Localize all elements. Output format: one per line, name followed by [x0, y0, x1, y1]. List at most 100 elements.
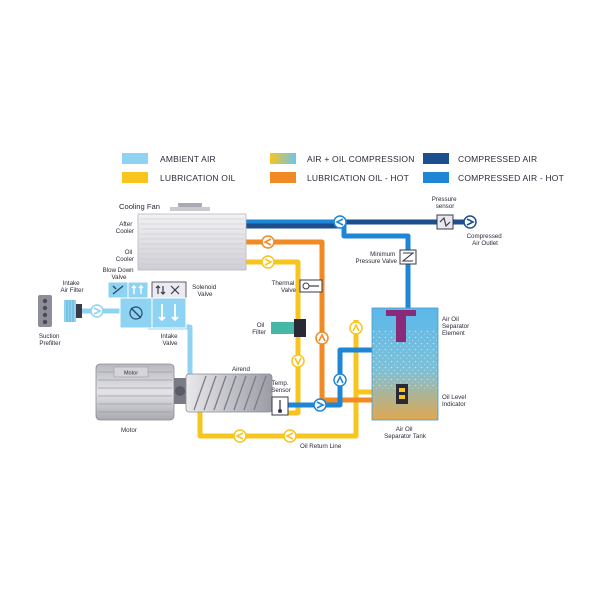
blow-down-valve-icon [112, 285, 124, 295]
flow-arrow-icon [463, 215, 477, 229]
legend-label-lubrication-oil: LUBRICATION OIL [160, 173, 236, 183]
legend-swatch-compressed-air [423, 153, 449, 164]
label-temp-sensor-2: Sensor [271, 387, 291, 394]
label-intake-valve: Intake Valve [161, 333, 180, 347]
legend-swatch-ambient-air [122, 153, 148, 164]
label-oil-cooler: Oil Cooler [116, 249, 134, 263]
label-cooling-fan: Cooling Fan [119, 202, 160, 211]
legend-label-lubrication-oil-hot: LUBRICATION OIL - HOT [307, 173, 409, 183]
label-thermal-valve: Thermal Valve [272, 280, 297, 294]
label-separator-element-1: Air Oil [442, 316, 459, 323]
cooler-block [137, 213, 247, 271]
label-suction-prefilter: Suction Prefilter [39, 333, 61, 347]
oil-filter [271, 319, 306, 337]
label-intake-valve-1: Intake [161, 333, 178, 340]
solenoid-valve-icon [155, 285, 180, 295]
temp-sensor [271, 396, 289, 416]
pipe-oil-return-line [288, 320, 372, 439]
air-oil-separator-tank [371, 307, 439, 421]
separator-element [386, 310, 416, 342]
legend: AMBIENT AIR LUBRICATION OIL AIR + OIL CO… [122, 153, 564, 183]
label-air-oil-separator-tank: Air Oil Separator Tank [384, 426, 427, 440]
label-motor: Motor [121, 427, 137, 434]
label-pressure-sensor-2: sensor [436, 203, 455, 210]
label-airend: Airend [232, 366, 250, 373]
label-air-oil-separator-element: Air Oil Separator Element [442, 316, 471, 337]
label-pressure-sensor-1: Pressure [432, 196, 457, 203]
label-oil-filter-2: Filter [252, 329, 266, 336]
flow-arrow-icon [313, 398, 327, 412]
legend-swatch-lubrication-oil [122, 172, 148, 183]
label-solenoid-valve-1: Solenoid [192, 284, 217, 291]
label-intake-air-filter-2: Air Filter [60, 287, 83, 294]
label-oil-filter-1: Oil [257, 322, 265, 329]
suction-prefilter [38, 295, 52, 327]
label-after-cooler: After Cooler [116, 221, 134, 235]
pipe-oil-return [287, 378, 301, 416]
label-separator-element-3: Element [442, 330, 465, 337]
label-compressed-air-outlet-1: Compressed [467, 233, 503, 240]
cooling-fan [170, 203, 210, 211]
label-oil-filter: Oil Filter [252, 322, 266, 336]
label-minimum-pressure-valve-1: Minimum [370, 251, 395, 258]
legend-label-air-oil-compression: AIR + OIL COMPRESSION [307, 154, 415, 164]
label-temp-sensor: Temp. Sensor [271, 380, 291, 394]
flow-arrow-icon [233, 429, 247, 443]
minimum-pressure-valve [399, 249, 417, 265]
label-oil-cooler-2: Cooler [116, 256, 134, 263]
label-oil-return-line: Oil Return Line [300, 443, 342, 450]
flow-arrow-icon [349, 321, 363, 335]
pressure-sensor [436, 214, 454, 230]
label-suction-prefilter-2: Prefilter [39, 340, 60, 347]
intake-valve-icon [129, 306, 143, 320]
label-temp-sensor-1: Temp. [272, 380, 289, 387]
motor-nameplate: Motor [124, 371, 138, 377]
arrows-down-icon [158, 304, 179, 322]
label-pressure-sensor: Pressure sensor [432, 196, 459, 210]
legend-label-ambient-air: AMBIENT AIR [160, 154, 216, 164]
flow-arrow-icon [283, 429, 297, 443]
label-oil-level-indicator-2: Indicator [442, 401, 466, 408]
label-intake-air-filter: Intake Air Filter [60, 280, 83, 294]
flow-arrow-icon [261, 235, 275, 249]
label-separator-element-2: Separator [442, 323, 469, 330]
legend-label-compressed-air: COMPRESSED AIR [458, 154, 537, 164]
label-compressed-air-outlet: Compressed Air Outlet [467, 233, 504, 247]
intake-air-filter [64, 300, 82, 322]
legend-swatch-compressed-air-hot [423, 172, 449, 183]
legend-swatch-air-oil-compression [270, 153, 296, 164]
flow-arrow-icon [333, 215, 347, 229]
label-solenoid-valve: Solenoid Valve [192, 284, 218, 298]
label-thermal-valve-1: Thermal [272, 280, 295, 287]
flow-arrow-icon [315, 331, 329, 345]
intake-valve-assembly [107, 281, 187, 329]
label-suction-prefilter-1: Suction [39, 333, 60, 340]
label-intake-valve-2: Valve [162, 340, 178, 347]
label-separator-tank-1: Air Oil [396, 426, 413, 433]
label-minimum-pressure-valve: Minimum Pressure Valve [356, 251, 398, 265]
label-oil-level-indicator: Oil Level Indicator [442, 394, 468, 408]
oil-level-indicator-gauge [396, 384, 408, 404]
label-minimum-pressure-valve-2: Pressure Valve [356, 258, 398, 265]
thermometer-icon [278, 400, 282, 413]
label-blow-down-valve-2: Valve [111, 274, 127, 281]
label-solenoid-valve-2: Valve [197, 291, 213, 298]
arrows-up-icon [131, 285, 144, 294]
legend-swatch-lubrication-oil-hot [270, 172, 296, 183]
flow-arrow-icon [90, 304, 104, 318]
label-after-cooler-2: Cooler [116, 228, 134, 235]
flow-arrows [90, 215, 477, 443]
pipe-oil-hot [246, 239, 372, 403]
flow-arrow-icon [291, 354, 305, 368]
label-oil-cooler-1: Oil [125, 249, 133, 256]
label-thermal-valve-2: Valve [281, 287, 297, 294]
label-separator-tank-2: Separator Tank [384, 433, 427, 440]
component-labels: Cooling Fan After Cooler Oil Cooler Pres… [39, 196, 504, 450]
flow-arrow-icon [333, 373, 347, 387]
legend-label-compressed-air-hot: COMPRESSED AIR - HOT [458, 173, 564, 183]
label-after-cooler-1: After [119, 221, 132, 228]
motor: Motor [95, 363, 186, 421]
label-blow-down-valve: Blow Down Valve [103, 267, 136, 281]
label-blow-down-valve-1: Blow Down [103, 267, 135, 274]
